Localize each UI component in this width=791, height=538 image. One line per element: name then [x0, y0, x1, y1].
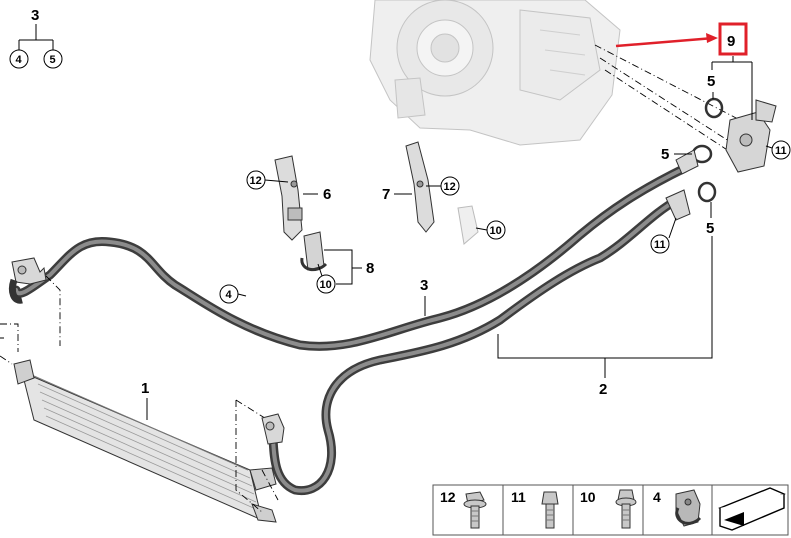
callout-5-c: 5 [706, 202, 714, 237]
circled-callout-4-hose: 4 [219, 284, 247, 304]
dash-lines-radiator [235, 399, 279, 513]
svg-text:5: 5 [706, 220, 714, 237]
callout-5-b: 5 [661, 146, 692, 163]
svg-text:4: 4 [653, 489, 661, 505]
circled-callout-11-b: 11 [650, 217, 677, 254]
svg-text:5: 5 [50, 54, 56, 66]
svg-text:12: 12 [250, 175, 262, 187]
svg-text:10: 10 [580, 489, 596, 505]
legend-item-12: 12 [440, 489, 487, 529]
callout-1: 1 [141, 380, 149, 420]
transmission-housing [369, 0, 621, 146]
svg-text:11: 11 [775, 145, 787, 157]
circled-callout-10-b: 10 [475, 220, 506, 240]
svg-text:11: 11 [511, 489, 526, 505]
svg-text:10: 10 [320, 279, 332, 291]
callout-3-top: 3 [31, 7, 39, 24]
svg-text:7: 7 [382, 186, 390, 203]
svg-text:8: 8 [366, 260, 374, 277]
svg-text:10: 10 [490, 225, 502, 237]
svg-text:4: 4 [226, 289, 233, 301]
svg-text:4: 4 [16, 54, 23, 66]
bolt-collar-icon [615, 489, 637, 529]
callout-2: 2 [497, 236, 713, 398]
bolt-icon [541, 491, 559, 529]
svg-text:9: 9 [727, 33, 735, 50]
svg-text:3: 3 [420, 277, 428, 294]
o-ring-a [704, 97, 724, 119]
svg-text:2: 2 [599, 381, 607, 398]
svg-text:12: 12 [440, 489, 456, 505]
svg-text:1: 1 [141, 380, 149, 397]
reference-arrow-icon [718, 487, 786, 531]
oil-cooler-radiator [13, 359, 277, 523]
circled-callout-12-b: 12 [426, 176, 460, 196]
bracket-6 [274, 155, 303, 241]
dash-lines-transmission [594, 44, 741, 156]
bracket-7 [405, 141, 479, 245]
callout-6: 6 [303, 186, 331, 203]
callout-3: 3 [420, 277, 428, 316]
hose-connector-left [8, 257, 47, 304]
o-ring-c [697, 181, 717, 203]
clip-icon [675, 489, 702, 527]
circled-callout-10-a: 10 [316, 263, 336, 294]
circled-callout-5-top: 5 [43, 49, 63, 69]
callout-8: 8 [324, 249, 374, 285]
callout-9-highlight: 9 [615, 22, 753, 120]
svg-text:12: 12 [444, 181, 456, 193]
hose-connector-radiator [261, 413, 285, 445]
group-callout-3: 3 4 5 [9, 7, 63, 69]
svg-text:6: 6 [323, 186, 331, 203]
hose-3 [11, 163, 690, 351]
svg-text:5: 5 [661, 146, 669, 163]
svg-text:11: 11 [654, 239, 666, 251]
clamp-8 [300, 231, 328, 272]
legend-item-10: 10 [580, 489, 637, 529]
callout-7: 7 [382, 186, 412, 203]
hose-end-connector-lower [665, 189, 691, 221]
circled-callout-11-a: 11 [765, 140, 791, 160]
circled-callout-12-a: 12 [246, 170, 289, 190]
hose-2 [267, 195, 682, 496]
svg-text:5: 5 [707, 73, 715, 90]
legend-item-11: 11 [511, 489, 559, 529]
dash-lines-left [0, 275, 61, 365]
legend-item-4: 4 [653, 489, 702, 527]
callout-5-a: 5 [707, 73, 715, 99]
bolt-flange-icon [463, 491, 487, 529]
hose-fitting-block [725, 99, 777, 173]
circled-callout-4-top: 4 [9, 49, 29, 69]
legend-panel: 12 11 10 [432, 484, 789, 536]
hose-end-connector-upper [675, 149, 699, 175]
